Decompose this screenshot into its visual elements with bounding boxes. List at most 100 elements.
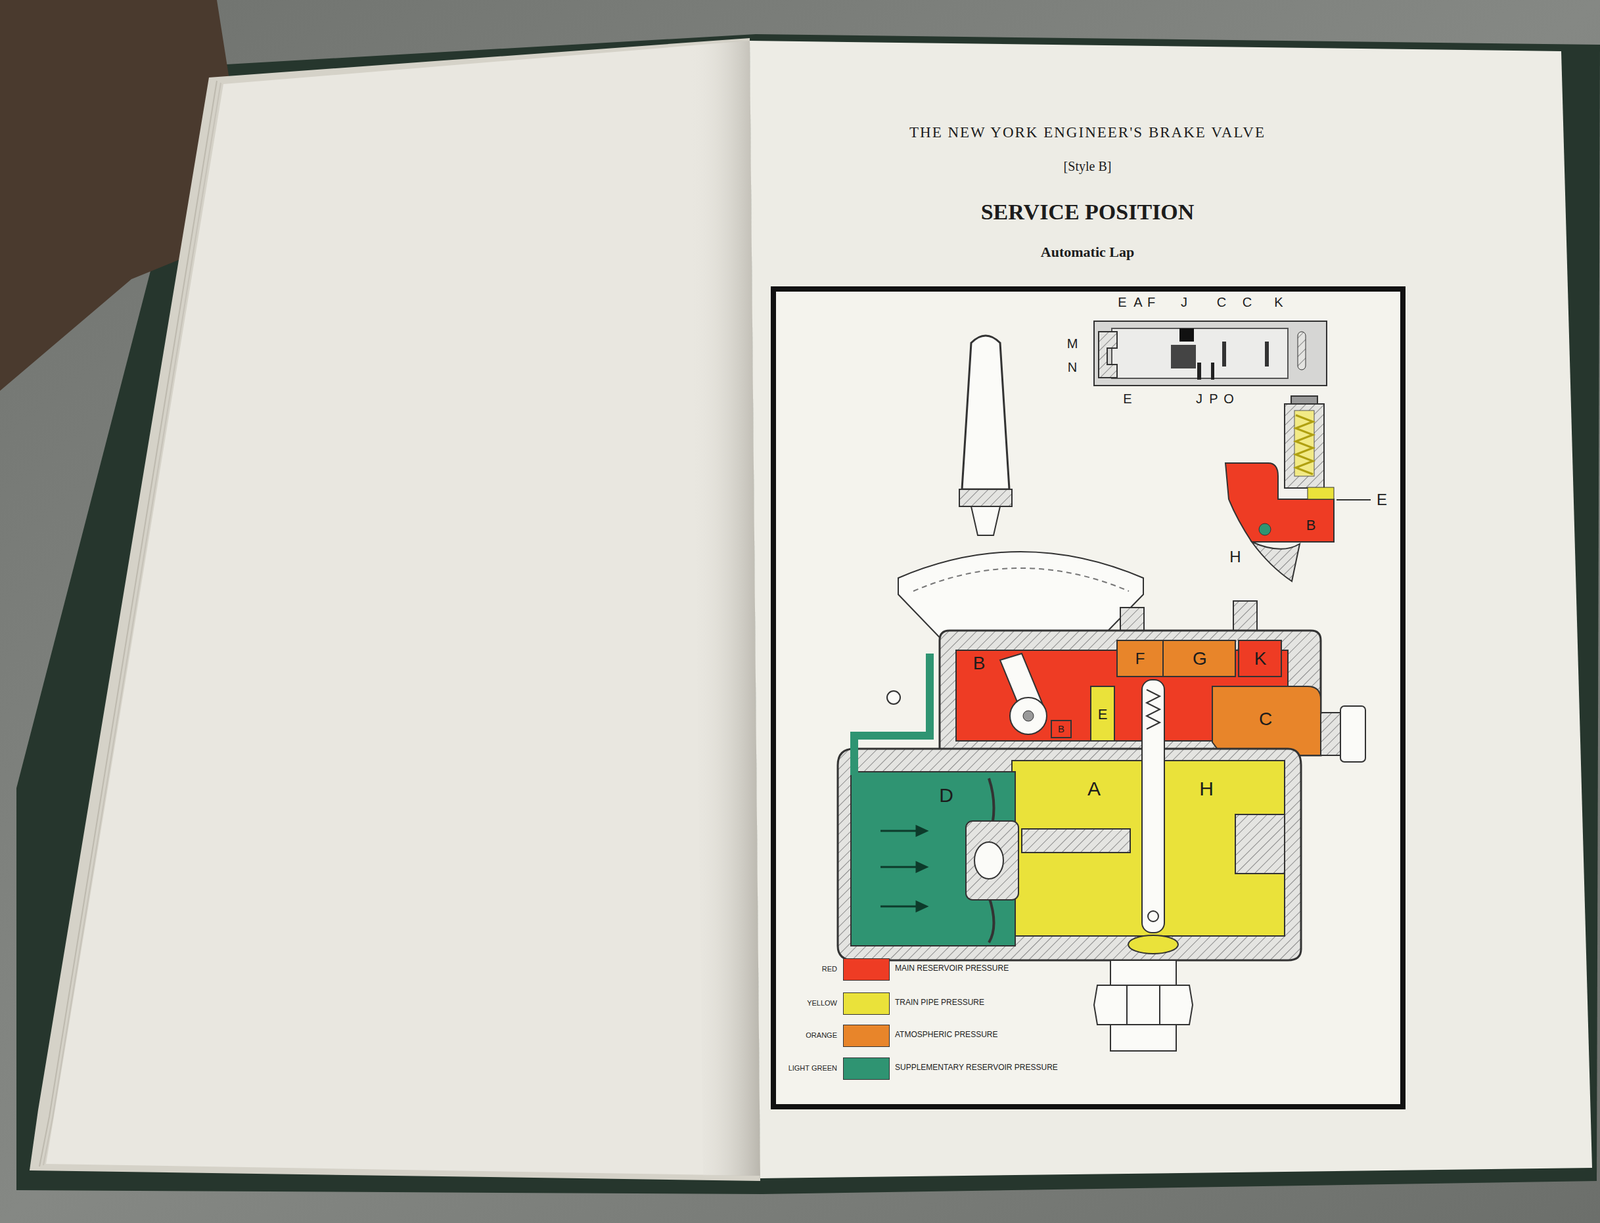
small-inset bbox=[1251, 542, 1300, 582]
valve-body bbox=[837, 749, 1302, 961]
part-letter: D bbox=[938, 784, 954, 807]
small-inset bbox=[1225, 463, 1334, 543]
valve-bonnet bbox=[1320, 712, 1341, 756]
valve-body bbox=[1147, 911, 1159, 922]
valve-body bbox=[887, 691, 901, 705]
right-page bbox=[773, 289, 1403, 1108]
valve-bonnet bbox=[1023, 710, 1034, 722]
valve-body bbox=[965, 821, 1019, 901]
position-heading: SERVICE POSITION bbox=[981, 199, 1195, 225]
color-name: RED bbox=[822, 965, 838, 974]
top-inset bbox=[1098, 331, 1118, 378]
valve-body bbox=[1159, 985, 1161, 1026]
valve-bonnet bbox=[1051, 720, 1072, 738]
valve-body bbox=[1146, 689, 1160, 730]
top-inset bbox=[1179, 328, 1194, 342]
top-inset bbox=[1297, 331, 1306, 370]
valve-body bbox=[916, 826, 927, 836]
valve-handle bbox=[913, 568, 1129, 592]
valve-bonnet bbox=[1238, 640, 1282, 677]
subtitle: [Style B] bbox=[1063, 159, 1112, 174]
part-letter: H bbox=[1229, 548, 1241, 566]
left-page bbox=[43, 82, 221, 1166]
valve-bonnet bbox=[1233, 601, 1258, 633]
valve-body bbox=[850, 772, 1016, 947]
part-letter: F bbox=[1147, 295, 1156, 310]
part-letter: J bbox=[1195, 391, 1203, 407]
part-letter: P bbox=[1209, 391, 1218, 407]
part-letter: B bbox=[973, 653, 986, 675]
part-letter: H bbox=[1199, 777, 1214, 800]
legend-swatch bbox=[843, 992, 890, 1016]
right-page bbox=[749, 40, 1593, 1179]
small-inset bbox=[1225, 396, 1371, 582]
left-page bbox=[689, 40, 761, 1177]
part-letter: C bbox=[1258, 709, 1273, 731]
valve-bonnet bbox=[1212, 686, 1321, 756]
legend-text: TRAIN PIPE PRESSURE bbox=[894, 998, 985, 1008]
valve-body bbox=[880, 826, 927, 912]
valve-bonnet bbox=[1340, 706, 1366, 763]
valve-bonnet bbox=[1117, 640, 1236, 677]
part-letter: J bbox=[1180, 295, 1188, 310]
small-inset bbox=[1284, 404, 1325, 489]
part-letter: K bbox=[1274, 295, 1283, 310]
valve-body bbox=[1128, 935, 1179, 955]
color-name: YELLOW bbox=[806, 999, 838, 1008]
top-inset bbox=[1222, 341, 1227, 367]
top-inset bbox=[1094, 321, 1327, 386]
small-inset bbox=[1336, 499, 1371, 501]
left-page bbox=[39, 80, 217, 1167]
background bbox=[16, 34, 1600, 1195]
part-letter: G bbox=[1192, 649, 1208, 670]
small-inset bbox=[1295, 415, 1313, 475]
top-inset bbox=[1170, 344, 1196, 369]
valve-bonnet bbox=[1162, 640, 1164, 677]
part-letter: F bbox=[1135, 650, 1146, 668]
page-title: THE NEW YORK ENGINEER'S BRAKE VALVE bbox=[909, 124, 1266, 141]
left-page bbox=[29, 38, 761, 1182]
part-letter: A bbox=[1087, 777, 1101, 800]
valve-bonnet bbox=[1090, 686, 1115, 742]
valve-body bbox=[1142, 680, 1165, 934]
valve-bonnet bbox=[1120, 607, 1144, 633]
part-letter: E bbox=[1122, 391, 1132, 407]
valve-body bbox=[880, 866, 917, 869]
part-letter: B bbox=[1057, 724, 1065, 736]
valve-handle bbox=[971, 506, 1001, 536]
legend-text: SUPPLEMENTARY RESERVOIR PRESSURE bbox=[894, 1063, 1058, 1073]
left-page bbox=[45, 40, 761, 1177]
valve-handle bbox=[959, 489, 1012, 507]
part-letter: E bbox=[1097, 707, 1108, 723]
legend-text: ATMOSPHERIC PRESSURE bbox=[894, 1030, 998, 1040]
top-inset bbox=[1211, 362, 1215, 380]
valve-body bbox=[1094, 985, 1193, 1026]
color-name: LIGHT GREEN bbox=[788, 1064, 838, 1073]
left-page bbox=[29, 38, 761, 1182]
valve-body bbox=[916, 862, 927, 872]
part-letter: C bbox=[1242, 295, 1252, 310]
valve-bonnet bbox=[1009, 697, 1047, 735]
part-letter: A bbox=[1133, 295, 1143, 310]
legend-swatch bbox=[843, 1025, 890, 1048]
top-inset bbox=[1197, 362, 1202, 380]
valve-handle bbox=[961, 335, 1010, 490]
part-letter: O bbox=[1223, 391, 1235, 407]
valve-body bbox=[1021, 829, 1131, 853]
legend-text: MAIN RESERVOIR PRESSURE bbox=[894, 964, 1009, 974]
part-letter: K bbox=[1254, 649, 1267, 670]
valve-bonnet bbox=[939, 630, 1321, 756]
top-inset bbox=[1094, 321, 1327, 386]
valve-body bbox=[916, 902, 927, 912]
valve-body bbox=[1235, 814, 1285, 874]
part-letter: M bbox=[1067, 336, 1079, 351]
top-inset bbox=[1264, 341, 1269, 367]
valve-body bbox=[880, 906, 917, 909]
subheading: Automatic Lap bbox=[1040, 244, 1135, 261]
small-inset bbox=[1294, 410, 1315, 477]
